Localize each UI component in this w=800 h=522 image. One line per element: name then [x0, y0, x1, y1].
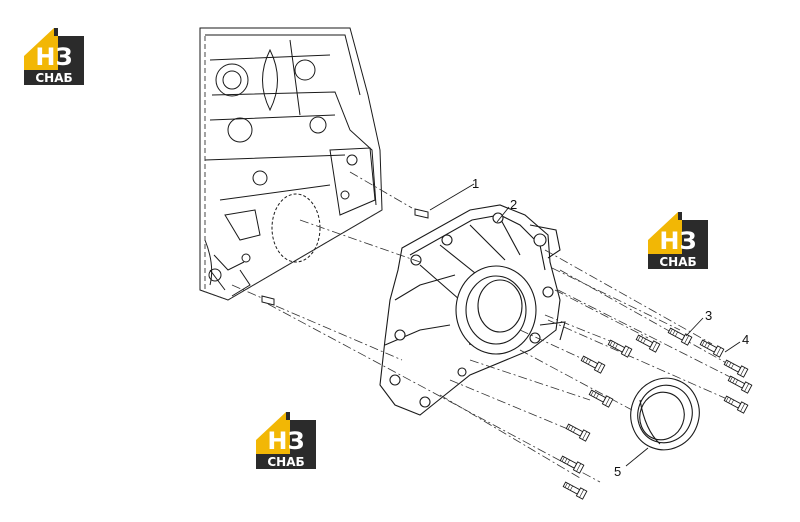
- bolt: [635, 334, 661, 353]
- assembly-lines: [231, 171, 741, 483]
- bolt: [723, 395, 749, 414]
- logo-mark: НЗ: [659, 227, 696, 255]
- logo-mark: НЗ: [267, 427, 304, 455]
- rear-oil-seal: [630, 377, 700, 451]
- bolt: [588, 389, 614, 408]
- bolt: [607, 339, 633, 358]
- callout-2: 2: [510, 197, 517, 212]
- engine-block: [199, 27, 383, 301]
- callout-5: 5: [614, 464, 621, 479]
- callout-3: 3: [705, 308, 712, 323]
- bolt: [562, 481, 588, 500]
- callouts: [429, 183, 741, 467]
- callout-4: 4: [742, 332, 749, 347]
- bolt: [565, 423, 591, 442]
- bolt: [727, 375, 753, 394]
- logo-mark: НЗ: [35, 43, 72, 71]
- logo-wordmark: СНАБ: [35, 71, 72, 85]
- dowel-pins: [261, 208, 429, 306]
- logo-wordmark: СНАБ: [659, 255, 696, 269]
- logo-wordmark: СНАБ: [267, 455, 304, 469]
- bolt: [559, 455, 585, 474]
- bolt: [580, 355, 606, 374]
- bolt-group: [559, 327, 753, 500]
- block-outline-dashed: [199, 36, 383, 301]
- bolt: [699, 339, 725, 358]
- callout-1: 1: [472, 176, 479, 191]
- rear-cover-housing: [379, 204, 566, 416]
- bolt: [723, 359, 749, 378]
- bolt: [667, 327, 693, 346]
